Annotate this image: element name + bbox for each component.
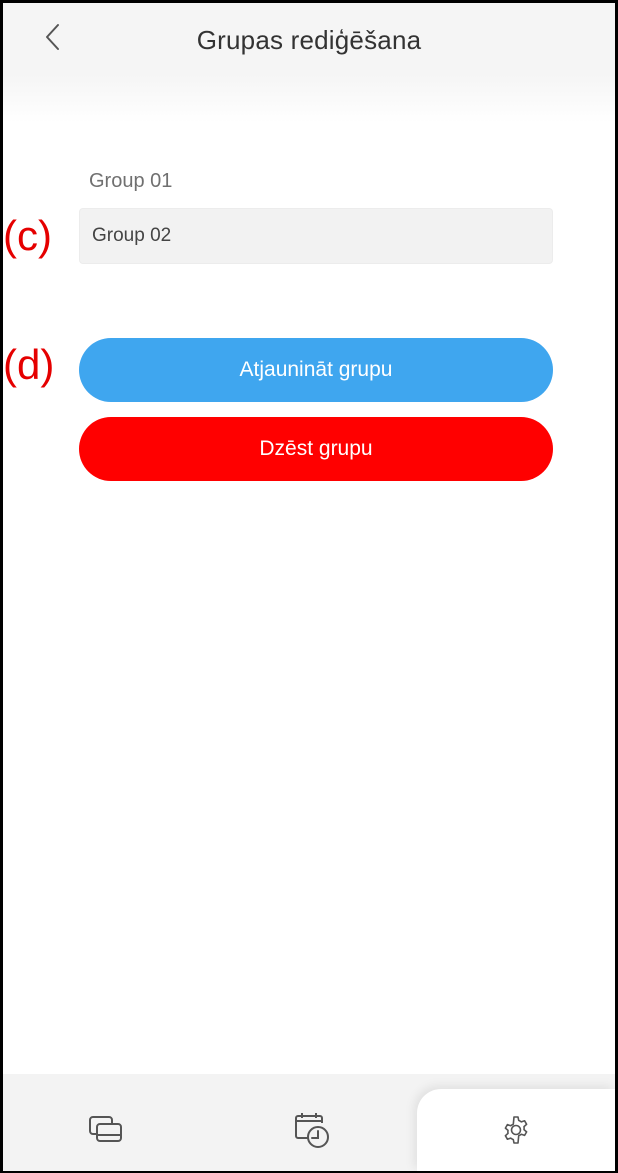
bottom-tab-bar xyxy=(3,1074,615,1171)
annotation-c-label: (c) xyxy=(3,212,54,259)
group-name-input[interactable] xyxy=(79,208,553,264)
delete-group-button[interactable]: Dzēst grupu xyxy=(79,417,553,481)
back-button[interactable] xyxy=(33,17,73,57)
settings-gear-icon xyxy=(504,1116,528,1144)
devices-icon xyxy=(89,1116,122,1142)
schedule-icon xyxy=(295,1113,329,1148)
update-group-button[interactable]: Atjaunināt grupu xyxy=(79,338,553,402)
tab-schedule[interactable] xyxy=(209,1089,415,1171)
tab-settings[interactable] xyxy=(417,1089,615,1171)
tab-devices[interactable] xyxy=(3,1089,209,1171)
top-bar: Grupas rediģēšana xyxy=(3,3,615,123)
annotation-d-label: (d) xyxy=(3,341,57,388)
group-name-label: Group 01 xyxy=(89,170,173,192)
chevron-left-icon xyxy=(46,24,59,50)
page-title: Grupas rediģēšana xyxy=(196,25,422,55)
